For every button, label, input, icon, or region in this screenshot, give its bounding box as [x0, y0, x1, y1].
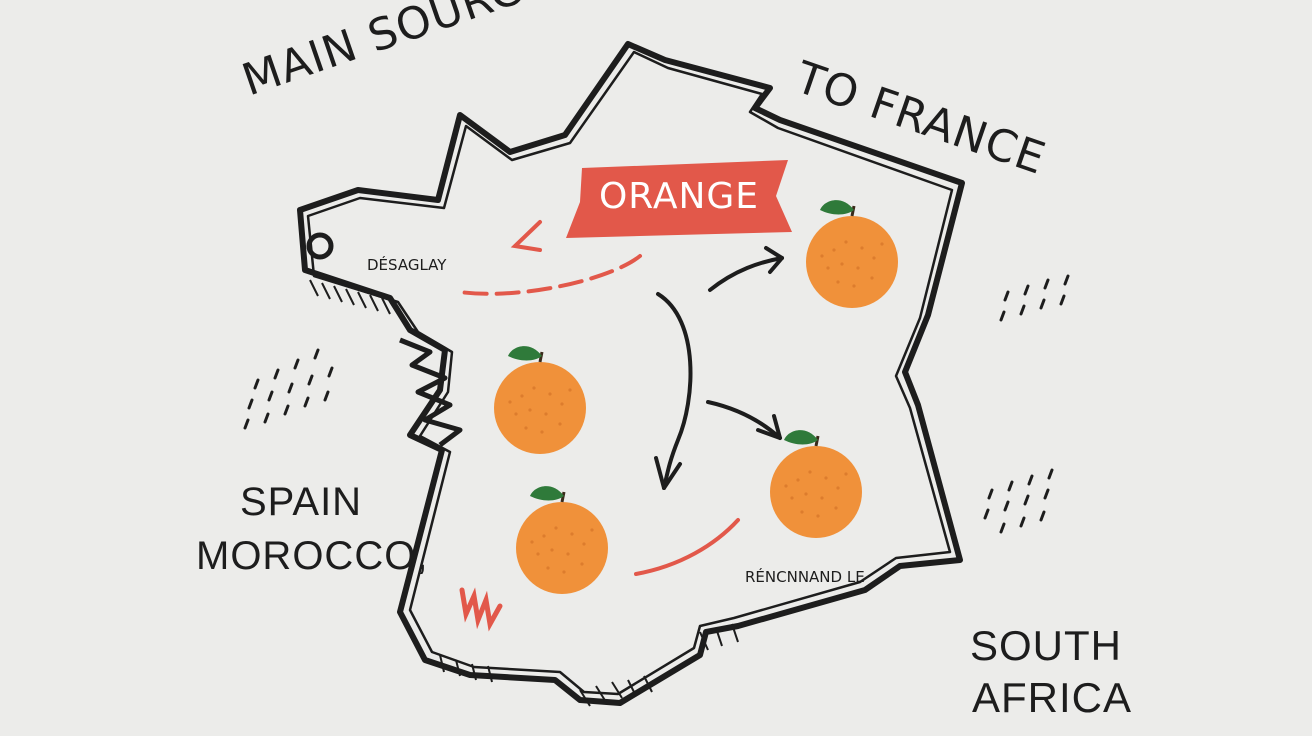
- banner-label: ORANGE: [598, 176, 760, 217]
- map-label-northwest: DÉSAGLAY: [367, 256, 447, 274]
- orange-fruit-icon: [492, 198, 900, 596]
- source-spain-label: SPAIN: [240, 480, 363, 524]
- source-south-label: SOUTH: [970, 622, 1122, 669]
- orange-banner: [566, 160, 792, 238]
- source-morocco-label: MOROCCO,: [196, 534, 429, 578]
- source-africa-label: AFRICA: [972, 674, 1133, 721]
- france-map-outline: [297, 41, 965, 707]
- zigzag-icon: [399, 337, 463, 447]
- map-label-south: RÉNCNNAND LE: [745, 568, 865, 586]
- route-lines: [458, 220, 740, 632]
- arrow-icon: [654, 246, 784, 490]
- rain-dots-icon: [243, 274, 1070, 534]
